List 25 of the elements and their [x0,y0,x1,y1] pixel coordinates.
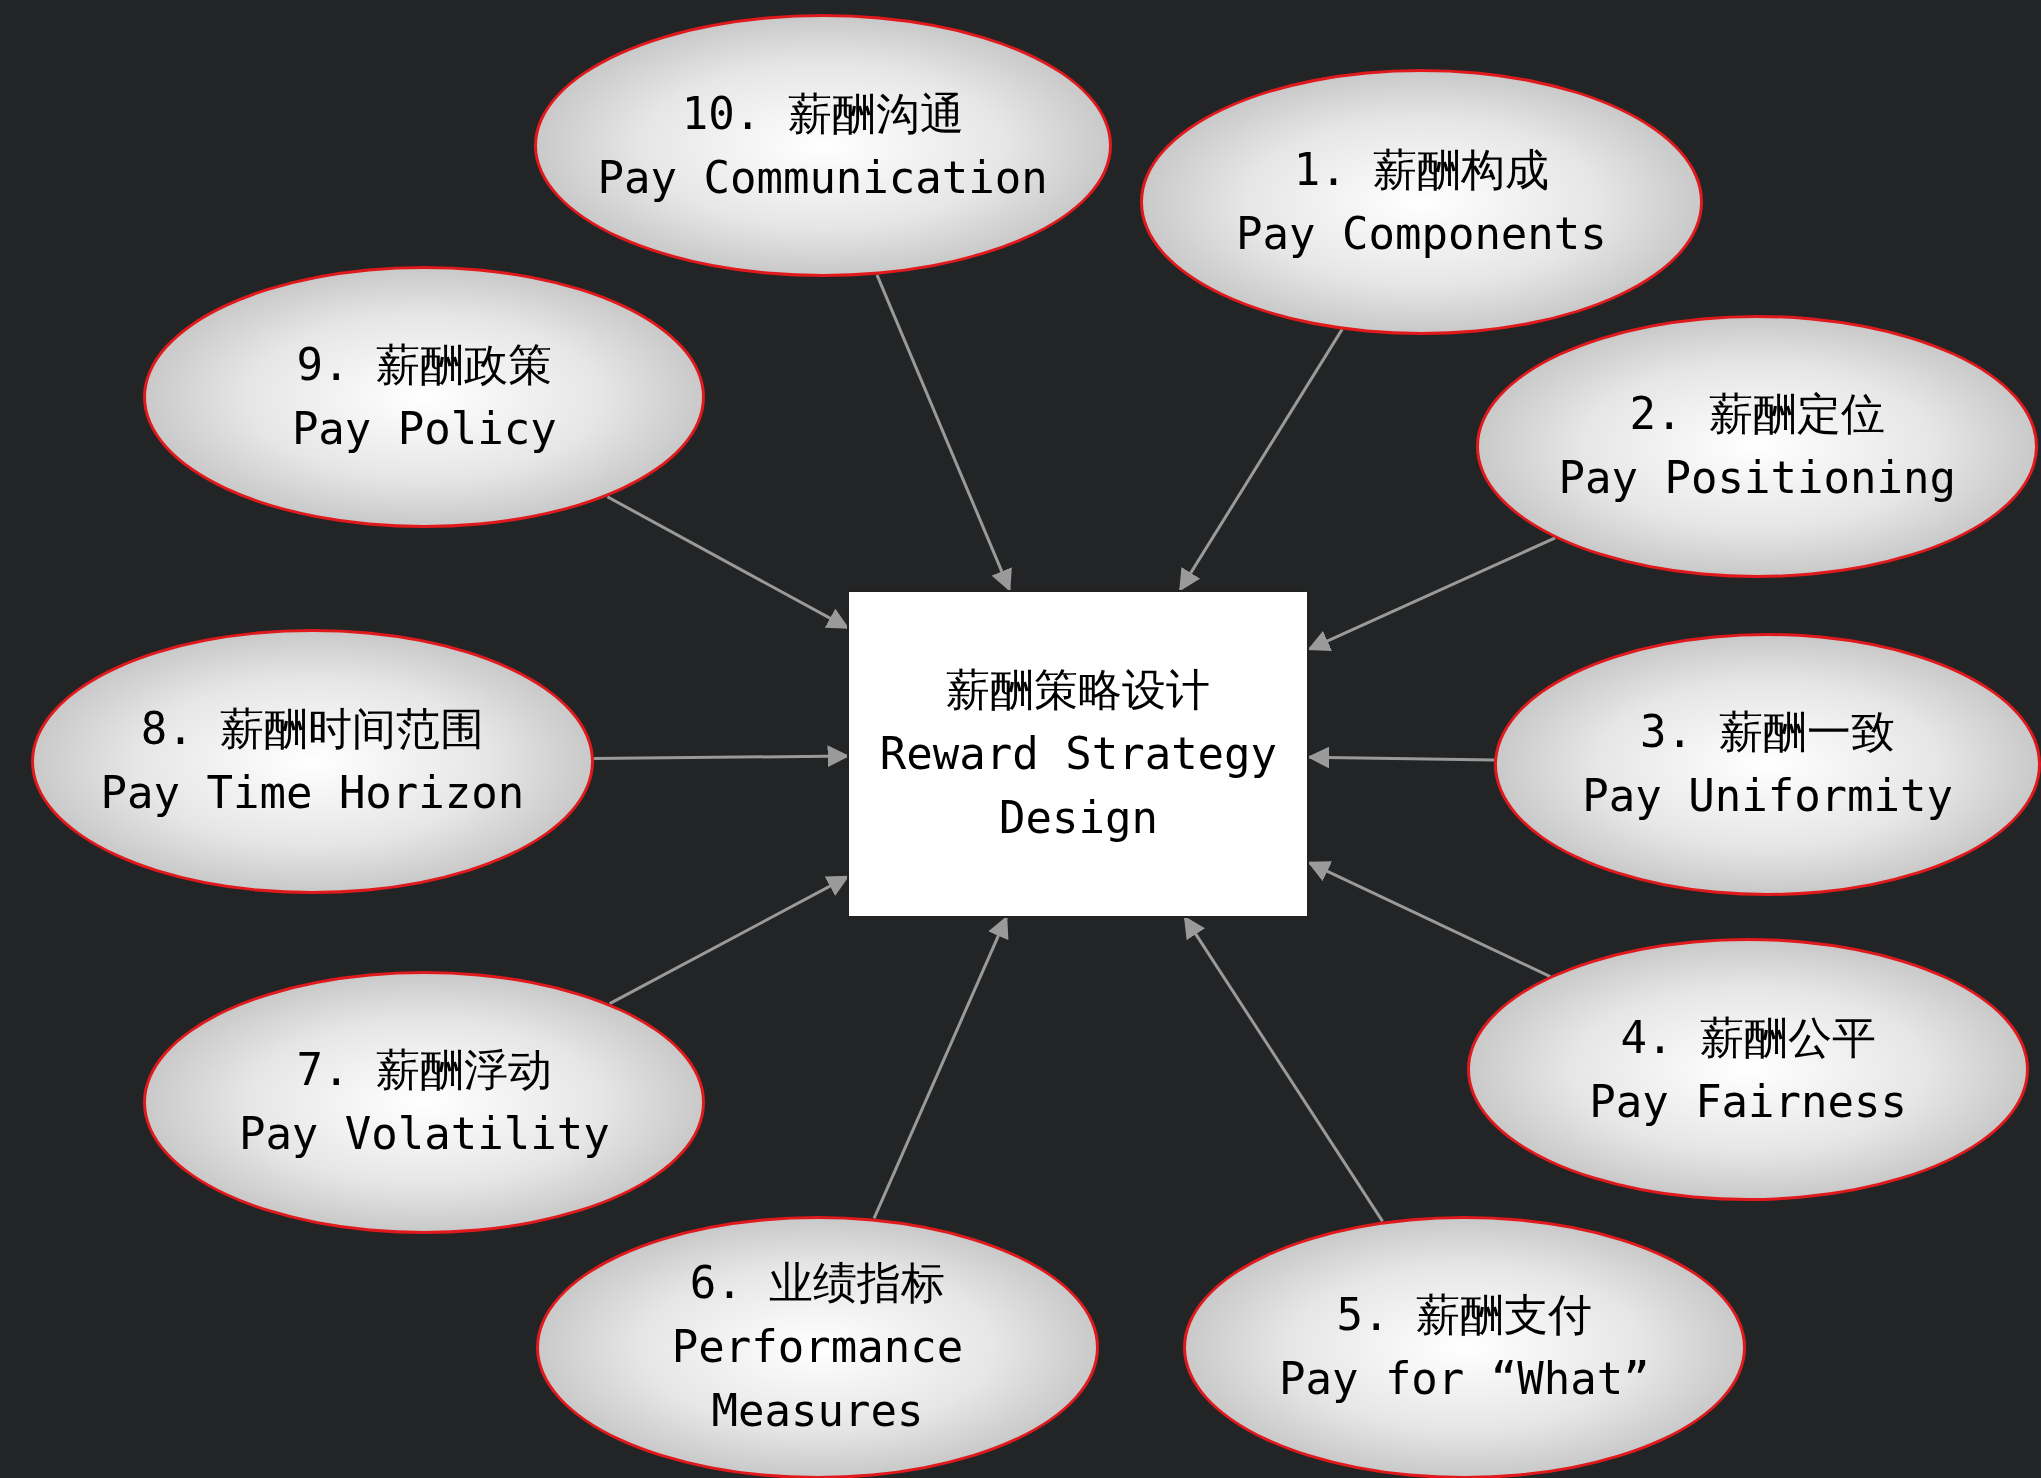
english-title: Pay Fairness [1588,1074,1909,1129]
english-title: Reward Strategy Design [878,726,1279,845]
english-title: Pay Time Horizon [99,766,526,821]
english-title: Pay Uniformity [1581,769,1955,824]
chinese-title: 3. 薪酬一致 [1638,705,1897,760]
english-title: Pay Communication [596,150,1049,205]
chinese-title: 薪酬策略设计 [945,662,1212,717]
chinese-title: 6. 业绩指标 [688,1256,947,1311]
english-title: Pay Components [1234,206,1608,261]
chinese-title: 4. 薪酬公平 [1619,1010,1877,1065]
arrow [1183,915,1384,1223]
chinese-title: 8. 薪酬时间范围 [139,702,486,757]
english-title: Performance Measures [670,1320,965,1439]
english-title: Pay for “What” [1277,1352,1651,1407]
english-title: Pay Positioning [1557,451,1957,506]
chinese-title: 7. 薪酬浮动 [295,1043,554,1098]
chinese-title: 1. 薪酬构成 [1292,142,1551,197]
chinese-title: 9. 薪酬政策 [295,338,554,392]
english-title: Pay Policy [290,402,558,456]
arrow [1179,328,1344,592]
chinese-title: 5. 薪酬支付 [1335,1288,1594,1343]
chinese-title: 2. 薪酬定位 [1628,387,1886,442]
english-title: Pay Volatility [237,1107,611,1162]
process-box [847,589,1310,918]
chinese-title: 10. 薪酬沟通 [680,86,965,141]
